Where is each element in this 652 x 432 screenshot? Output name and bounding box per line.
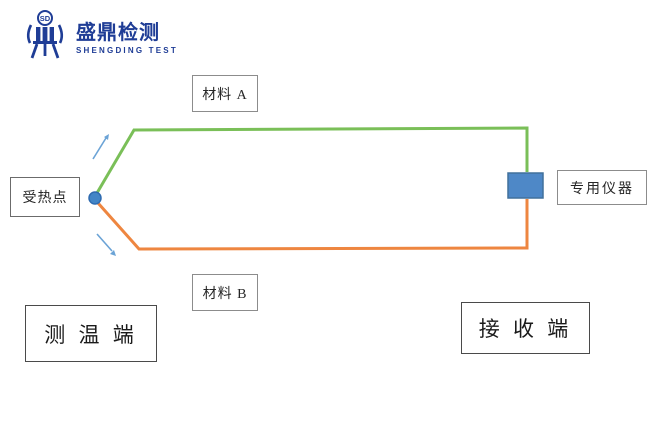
hot-junction-dot [88,191,102,205]
wire-material-b [96,199,529,251]
logo: SD 盛鼎检测 SHENGDING TEST [22,10,178,60]
instrument-block [507,172,544,199]
direction-arrow-down-icon [96,233,116,256]
material-a-label: 材料 A [192,75,258,112]
material-b-label: 材料 B [192,274,258,311]
logo-mark-icon: SD [26,10,64,59]
logo-mark-text: SD [40,14,51,23]
measure-end-label: 测 温 端 [25,305,157,362]
instrument-label: 专用仪器 [557,170,647,205]
logo-text-block: 盛鼎检测 SHENGDING TEST [76,10,178,55]
logo-title: 盛鼎检测 [76,22,160,44]
receive-end-label: 接 收 端 [461,302,590,354]
heat-point-label: 受热点 [10,177,80,217]
wire-material-a [95,126,529,194]
direction-arrow-up-icon [92,134,109,160]
logo-subtitle: SHENGDING TEST [76,46,178,55]
